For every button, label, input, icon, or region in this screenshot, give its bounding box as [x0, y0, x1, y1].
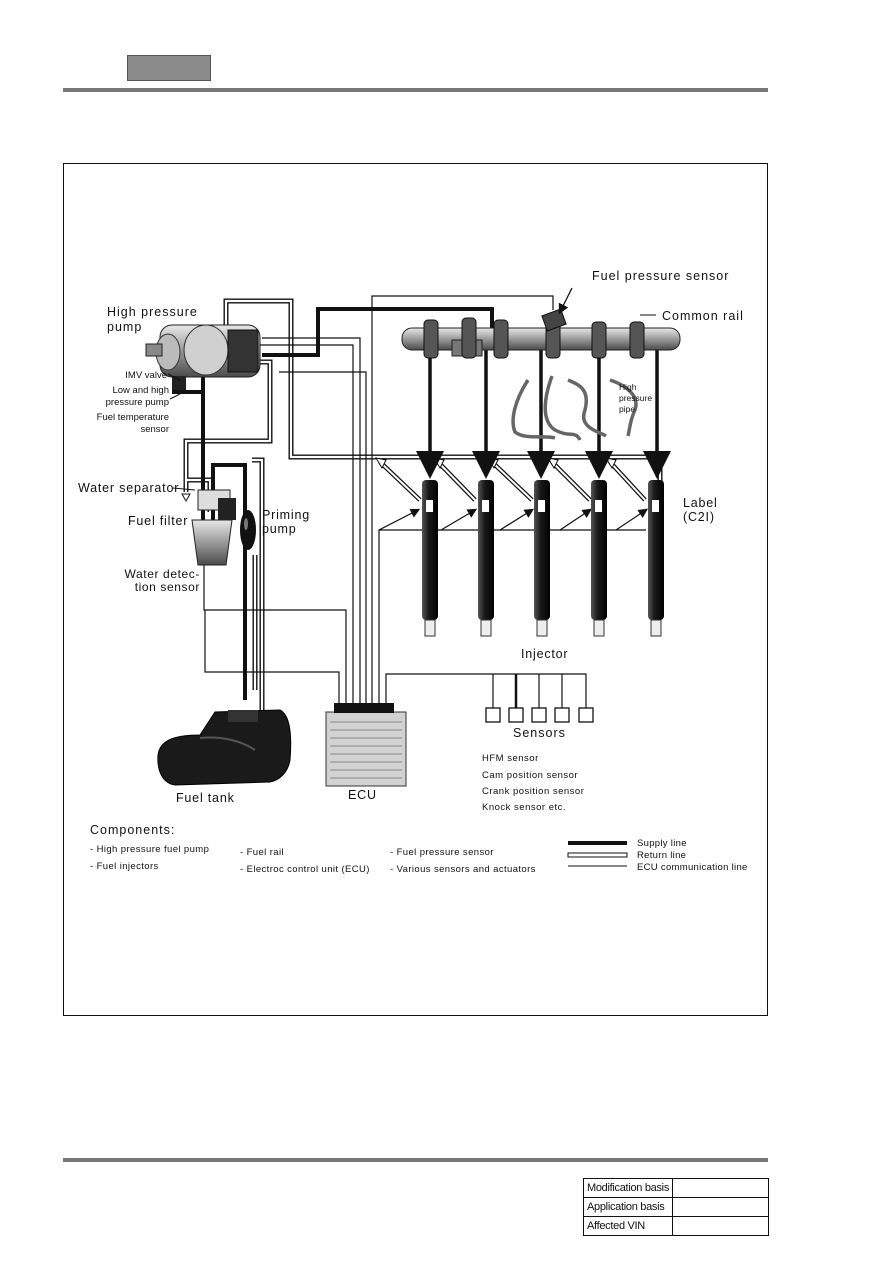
common-rail — [401, 317, 681, 359]
modification-basis-value — [672, 1178, 769, 1198]
label-water-separator: Water separator — [78, 481, 179, 495]
priming-pump — [240, 510, 256, 550]
label-c2i-2: (C2I) — [683, 510, 715, 524]
legend — [567, 841, 628, 867]
table-row: Application basis — [582, 1197, 769, 1217]
label-priming-2: pump — [262, 522, 296, 536]
label-sensor-cam: Cam position sensor — [482, 770, 578, 781]
legend-return-swatch — [567, 852, 628, 858]
leader-lines — [167, 314, 656, 491]
revision-table: Modification basis Application basis Aff… — [582, 1178, 769, 1236]
fuel-tank — [157, 709, 292, 786]
label-c2i-1: Label — [683, 496, 718, 510]
component-injectors: - Fuel injectors — [90, 861, 159, 872]
component-fp-sensor: - Fuel pressure sensor — [390, 847, 494, 858]
label-priming-1: Priming — [262, 508, 310, 522]
label-fuel-tank: Fuel tank — [176, 791, 235, 805]
diagram-frame — [63, 163, 768, 1016]
label-fuel-temp-2: sensor — [140, 424, 169, 435]
label-ecu: ECU — [348, 788, 377, 802]
label-hp-pump-2: pump — [107, 320, 142, 334]
component-ecu: - Electroc control unit (ECU) — [240, 864, 370, 875]
label-water-detect-2: tion sensor — [135, 580, 200, 594]
table-row: Affected VIN — [582, 1216, 769, 1236]
label-low-high-1: Low and high — [112, 385, 169, 396]
injectors — [422, 480, 664, 637]
component-sensors-actuators: - Various sensors and actuators — [390, 864, 536, 875]
diagram-labels: High pressure pump IMV valve Low and hig… — [78, 269, 744, 813]
high-pressure-pipes — [511, 375, 638, 441]
affected-vin-value — [672, 1216, 769, 1236]
top-rule — [63, 88, 768, 92]
ecu-lines — [203, 295, 648, 708]
label-imv-valve: IMV valve — [125, 370, 167, 381]
label-hp-pipe-3: pipe — [619, 404, 635, 414]
components-list: Components: - High pressure fuel pump - … — [90, 823, 748, 875]
label-water-detect-1: Water detec- — [125, 567, 200, 581]
header-tab — [127, 55, 211, 81]
component-hp-pump: - High pressure fuel pump — [90, 844, 209, 855]
legend-supply-label: Supply line — [637, 838, 687, 849]
label-sensor-knock: Knock sensor etc. — [482, 802, 566, 813]
label-hp-pipe-2: pressure — [619, 393, 652, 403]
label-sensor-crank: Crank position sensor — [482, 786, 584, 797]
fuel-pressure-sensor — [541, 287, 573, 332]
table-row: Modification basis — [582, 1178, 769, 1198]
label-hp-pump-1: High pressure — [107, 305, 198, 319]
label-fuel-filter: Fuel filter — [128, 514, 188, 528]
legend-return-label: Return line — [637, 850, 686, 861]
components-title: Components: — [90, 823, 175, 837]
high-pressure-pump — [145, 324, 261, 390]
label-common-rail: Common rail — [662, 309, 744, 323]
label-sensors: Sensors — [513, 726, 566, 740]
fuel-filter — [191, 489, 236, 566]
label-fuel-pressure-sensor: Fuel pressure sensor — [592, 269, 729, 283]
affected-vin-label: Affected VIN — [582, 1216, 674, 1236]
label-low-high-2: pressure pump — [106, 397, 169, 408]
ecu-box — [325, 703, 407, 787]
application-basis-value — [672, 1197, 769, 1217]
label-fuel-temp-1: Fuel temperature — [97, 412, 169, 423]
application-basis-label: Application basis — [582, 1197, 674, 1217]
component-fuel-rail: - Fuel rail — [240, 847, 284, 858]
label-injector: Injector — [521, 647, 568, 661]
label-hp-pipe-1: High — [619, 382, 637, 392]
sensor-boxes — [485, 707, 594, 723]
bottom-rule — [63, 1158, 768, 1162]
label-sensor-hfm: HFM sensor — [482, 753, 539, 764]
legend-ecu-label: ECU communication line — [637, 862, 748, 873]
modification-basis-label: Modification basis — [582, 1178, 674, 1198]
